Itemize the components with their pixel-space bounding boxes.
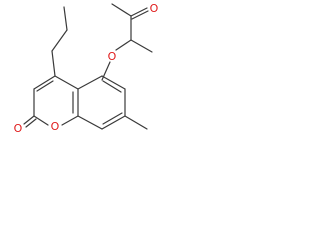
bond-propyl-to-ring	[51, 50, 56, 77]
bond-ring-oxygen-to-c8a	[61, 115, 79, 126]
bond-ch-to-ether-oxygen	[115, 39, 132, 51]
atom-label-ether-oxygen: O	[108, 50, 117, 63]
atom-labels: O O O O	[14, 2, 159, 135]
bond-c2-to-carbonyl-o-a	[23, 115, 35, 125]
bond-propyl-middle	[51, 29, 68, 52]
atom-label-carbonyl-oxygen: O	[14, 122, 23, 135]
chemical-structure-diagram: O O O O	[14, 2, 159, 135]
bond-c6-c5-a	[101, 75, 126, 90]
atom-label-ring-oxygen: O	[51, 120, 60, 133]
bond-c7-methyl	[124, 115, 148, 130]
bond-c8-c7-b	[102, 112, 123, 125]
bond-c4a-to-c4	[54, 75, 79, 90]
bond-ch-to-methyl	[130, 39, 153, 53]
bond-ketone-carbon-to-o-b	[131, 10, 149, 20]
atom-label-ketone-oxygen: O	[150, 2, 159, 15]
bond-propyl-terminal	[63, 6, 68, 31]
bond-c4-c3-double-a	[33, 75, 56, 90]
bond-c4-c3-double-b	[36, 80, 54, 92]
bond-c8-c7-a	[101, 115, 126, 130]
bond-lines	[23, 3, 153, 130]
bond-c6-c5-b	[102, 80, 122, 93]
bond-c2-to-carbonyl-o-b	[25, 118, 37, 128]
bond-c2-to-ring-oxygen	[33, 115, 49, 126]
bond-ketone-carbon-to-o-a	[130, 7, 148, 17]
bond-methyl-to-ketone-carbon	[111, 3, 132, 17]
bond-c8a-c8	[77, 115, 103, 130]
bond-c5-c4a	[77, 75, 103, 90]
